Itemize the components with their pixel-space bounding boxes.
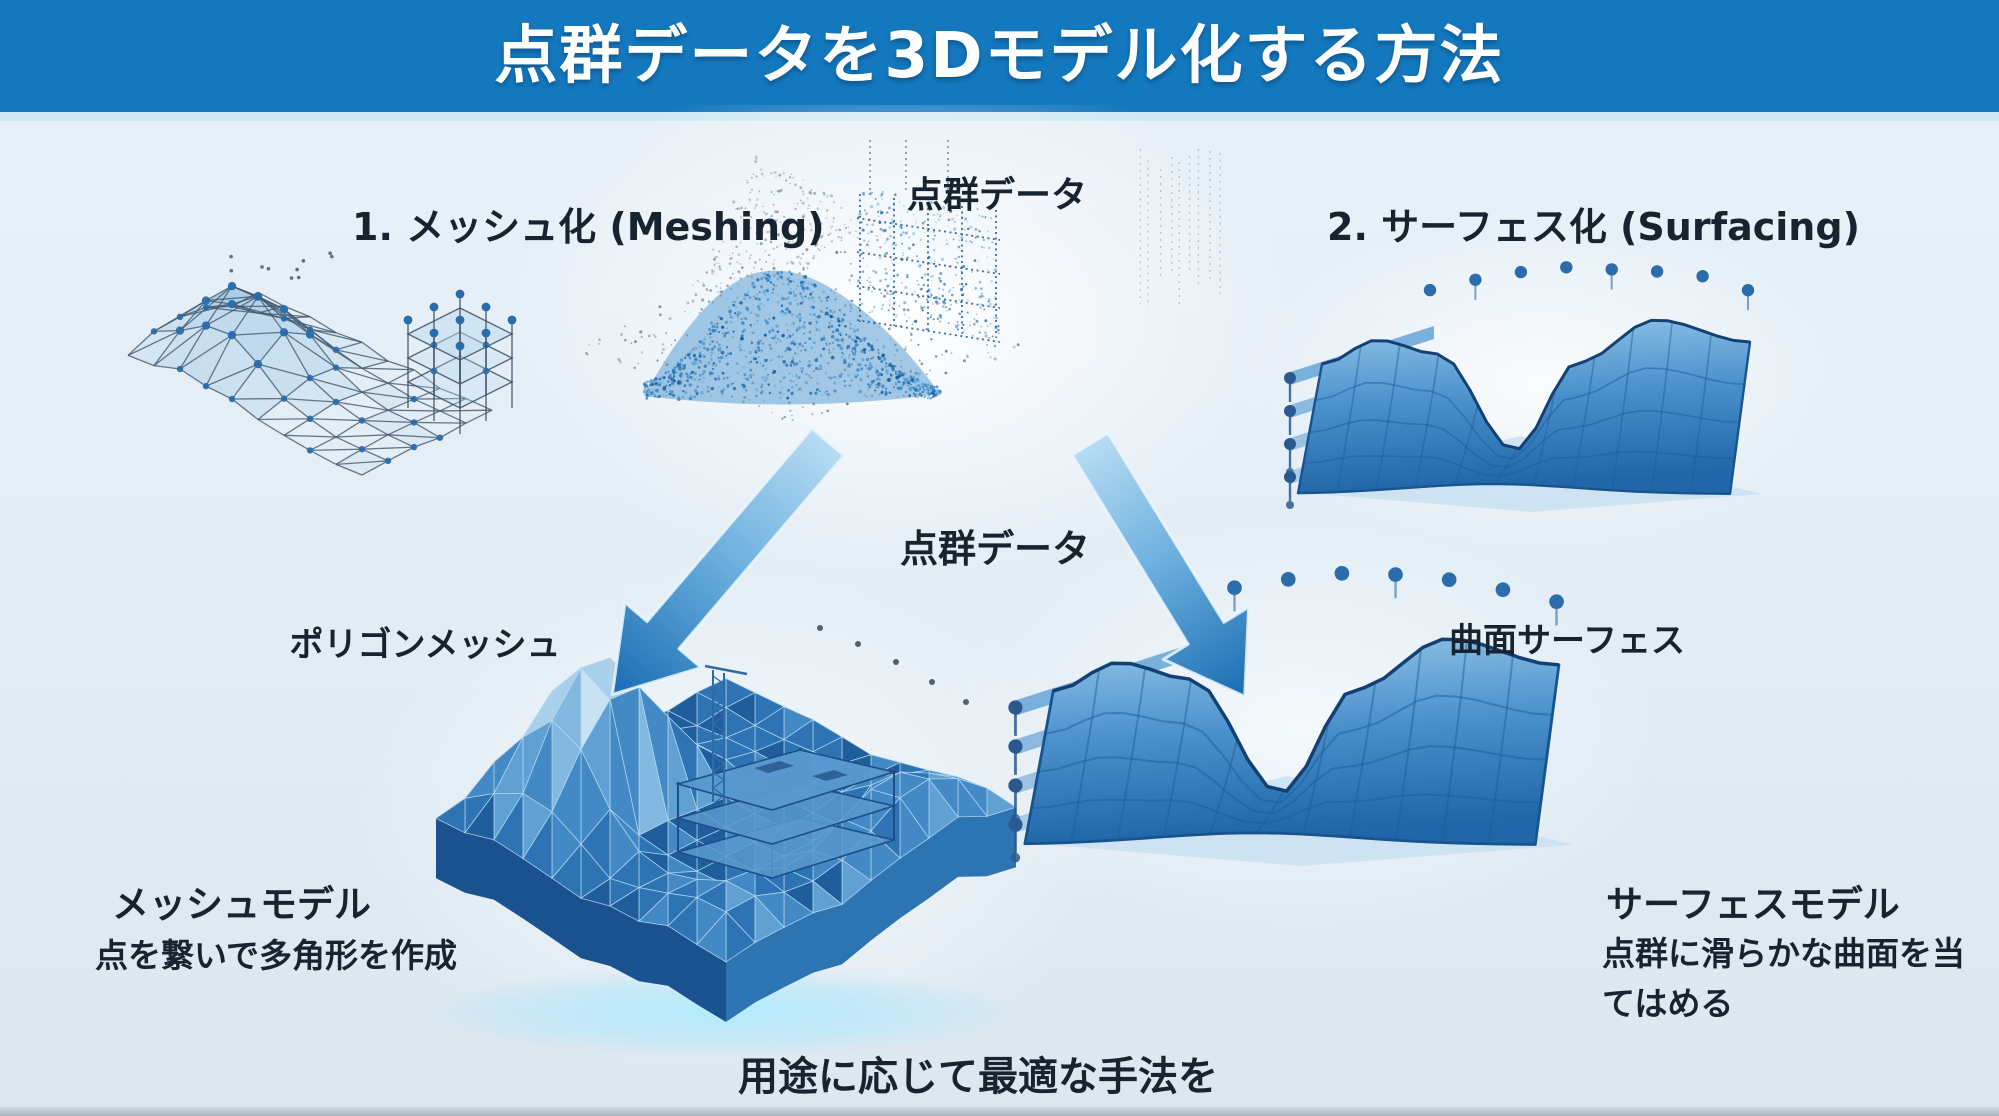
surface-model-title: サーフェスモデル [1606, 883, 1900, 926]
curved-surface-figure [1284, 261, 1762, 512]
arrow-down-right-icon [1070, 431, 1251, 698]
page-title: 点群データを3Dモデル化する方法 [494, 19, 1505, 92]
footer-caption: 用途に応じて最適な手法を [738, 1054, 1218, 1100]
meshing-heading: 1. メッシュ化 (Meshing) [352, 205, 825, 249]
point-cloud-label-top: 点群データ [906, 175, 1088, 216]
bottom-edge [0, 1107, 1999, 1116]
wireframe-mesh-figure [127, 251, 517, 476]
title-banner: 点群データを3Dモデル化する方法 [0, 0, 1999, 112]
mesh-model-title: メッシュモデル [112, 883, 371, 926]
polygon-mesh-label: ポリゴンメッシュ [289, 625, 561, 665]
mesh-model-description: 点を繋いで多角形を作成 [95, 936, 458, 975]
point-cloud-figure [585, 140, 1221, 421]
surfacing-heading: 2. サーフェス化 (Surfacing) [1327, 205, 1860, 249]
banner-divider [0, 112, 1999, 121]
point-cloud-label-center: 点群データ [899, 527, 1091, 571]
arrow-down-left-icon [610, 428, 846, 696]
surface-model-description: 点群に滑らかな曲面を当てはめる [1602, 934, 1965, 1023]
branch-arrows [610, 428, 1251, 698]
curved-surface-label: 曲面サーフェス [1449, 621, 1685, 661]
